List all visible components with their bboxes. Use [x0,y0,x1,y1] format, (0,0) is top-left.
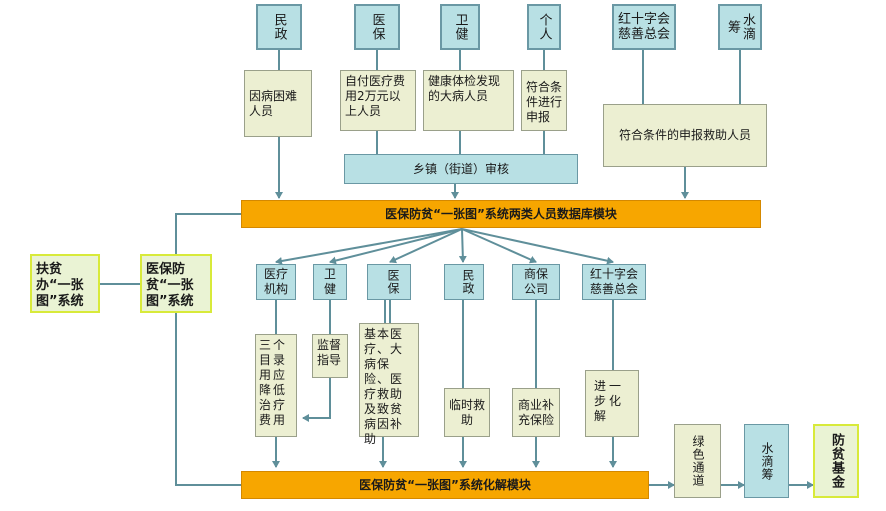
source-geren: 个人 [527,4,561,50]
agency-yiliao: 医疗机构 [256,264,296,300]
source-minzheng: 民政 [256,4,302,50]
database-module: 医保防贫“一张图”系统两类人员数据库模块 [241,200,761,228]
source-yibao: 医保 [354,4,400,50]
agency-hongshizi: 红十字会慈善总会 [582,264,646,300]
action-hongshizi: 进一步化解 [585,370,639,437]
source-weijian: 卫健 [440,4,480,50]
action-shangbao: 商业补充保险 [512,388,560,437]
group-aid: 符合条件的申报救助人员 [603,104,767,167]
action-yiliao: 三个目录用应降低治疗费用 [255,334,297,437]
chain-green-channel: 绿色通道 [674,424,721,498]
action-minzheng: 临时救助 [444,388,490,437]
fupinban-system: 扶贫办“一张图”系统 [30,254,100,313]
group-geren: 符合条件进行申报 [521,70,567,131]
group-minzheng: 因病困难人员 [244,70,312,137]
agency-shangbao: 商保公司 [512,264,560,300]
source-shuidichou: 水滴筹 [718,4,762,50]
chain-shuidichou: 水滴筹 [744,424,789,498]
agency-weijian: 卫健 [313,264,347,300]
action-yibao: 基本医疗、大病保险、医疗救助及致贫病因补助 [359,323,419,446]
chain-fund: 防贫基金 [813,424,859,498]
resolve-module: 医保防贫“一张图”系统化解模块 [241,471,649,499]
group-weijian: 健康体检发现的大病人员 [423,70,514,131]
source-hongshizi: 红十字会慈善总会 [612,4,676,50]
agency-yibao: 医保 [367,264,411,300]
action-weijian: 监督指导 [312,334,348,378]
yibao-system: 医保防贫“一张图”系统 [140,254,212,313]
agency-minzheng: 民政 [444,264,484,300]
township-review: 乡镇（街道）审核 [344,154,578,184]
group-yibao: 自付医疗费用2万元以上人员 [340,70,416,131]
